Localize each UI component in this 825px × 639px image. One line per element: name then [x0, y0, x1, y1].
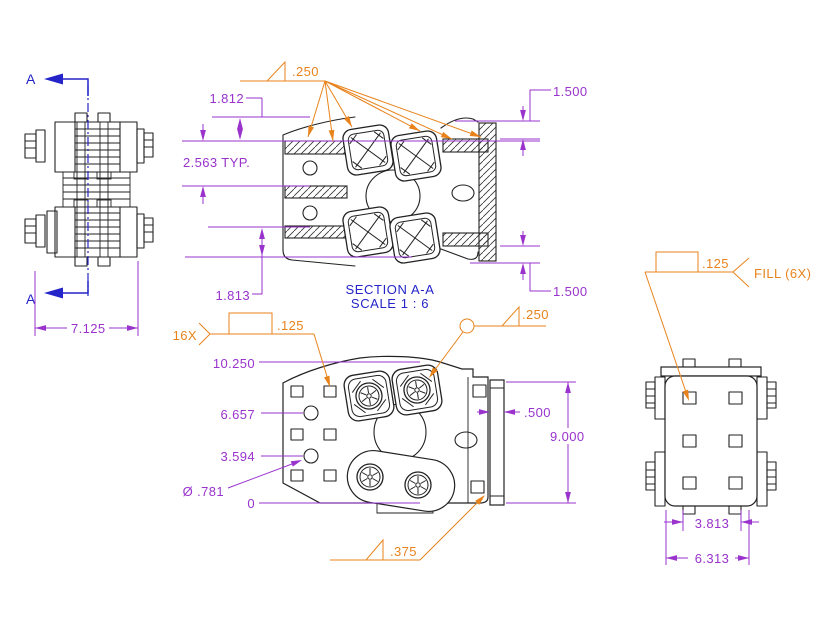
- bolt-head: [645, 461, 656, 491]
- weld-symbol-fillet-375: .375: [330, 492, 488, 561]
- hole: [303, 405, 319, 421]
- dim-text: .500: [524, 405, 551, 420]
- bolt-head: [143, 217, 154, 243]
- bolt-head: [645, 381, 656, 409]
- dim-plate-thickness: .500: [477, 405, 551, 420]
- plug-weld-holes: [290, 384, 487, 494]
- dim-overall-width: 6.313: [665, 510, 750, 566]
- dim-text: 2.563 TYP.: [183, 155, 250, 170]
- slot: [451, 184, 475, 202]
- ord-lower-hole-text: 3.594: [220, 449, 255, 464]
- hole: [302, 160, 318, 176]
- bolt-head: [24, 218, 37, 244]
- fillet-weld-icon: [240, 60, 325, 82]
- weld-size-text: .250: [292, 64, 319, 79]
- dim-1500-bottom: 1.500: [520, 231, 587, 299]
- extension-lines: [182, 116, 540, 264]
- cut-plate-hatch: [284, 140, 348, 155]
- section-cut-arrow-bottom: A: [26, 281, 89, 307]
- weld-all-around-icon: [459, 318, 475, 334]
- fillet-weld-icon: [330, 538, 420, 561]
- fastener-icon: [404, 471, 432, 499]
- dim-text: 1.812: [209, 91, 244, 106]
- plug-weld-holes: [682, 391, 743, 490]
- top-bar: [660, 366, 762, 377]
- dim-2563-typ: 2.563 TYP.: [183, 124, 250, 204]
- dim-1813: 1.813: [215, 228, 265, 303]
- tab: [728, 505, 742, 515]
- weld-size-text: .125: [277, 318, 304, 333]
- dim-text: 1.813: [215, 288, 250, 303]
- ordinate-dims: 10.250 6.657 3.594 0: [213, 356, 420, 511]
- section-label-bottom: A: [26, 291, 36, 307]
- square-tube: [343, 370, 396, 423]
- dim-text: 1.500: [553, 84, 588, 99]
- weld-qty-text: 16X: [173, 328, 197, 343]
- weld-size-text: .125: [702, 256, 729, 271]
- bolt-head: [766, 381, 777, 409]
- hole: [302, 205, 318, 221]
- ord-base-text: 0: [247, 496, 255, 511]
- weld-symbol-plug-fill: .125 FILL (6X): [644, 251, 811, 402]
- cut-plate-hatch: [284, 225, 348, 239]
- front-view: 10.250 6.657 3.594 0 Ø .781 .500 9.000: [173, 305, 589, 561]
- plug-weld-icon: [228, 312, 273, 335]
- dim-text: 9.000: [550, 429, 585, 444]
- bolt-head: [24, 133, 37, 159]
- hole: [303, 448, 319, 464]
- section-cut-arrow-top: A: [26, 71, 89, 96]
- dim-tab-span: 3.813: [664, 510, 759, 531]
- right-side-plate: [440, 117, 497, 262]
- dim-text: Ø .781: [183, 484, 224, 499]
- middle-frame: [62, 172, 131, 207]
- end-view: .125 FILL (6X) 3.813 6.313: [644, 251, 811, 566]
- section-view-a-a: 1.812 2.563 TYP. 1.813 1.500 1.5: [182, 60, 587, 311]
- square-tube-section: [388, 211, 442, 265]
- fastener-icon: [356, 463, 384, 491]
- section-arrow-icon: [44, 287, 63, 299]
- dim-1812: 1.812: [209, 91, 263, 140]
- dim-height-9000: 9.000: [506, 381, 589, 504]
- bottom-rail: [24, 206, 154, 258]
- section-scale: SCALE 1 : 6: [351, 296, 429, 311]
- section-label-top: A: [26, 71, 36, 87]
- weld-note-text: FILL (6X): [754, 266, 811, 281]
- dim-text: 6.313: [695, 551, 730, 566]
- square-tube-section: [389, 129, 443, 183]
- washer-stack: [35, 129, 46, 163]
- dim-1500-top: 1.500: [520, 84, 587, 156]
- dim-width-7125: 7.125: [34, 261, 139, 336]
- section-arrow-icon: [44, 73, 63, 85]
- tab: [728, 358, 742, 368]
- end-plate-outline: [664, 375, 758, 507]
- weld-symbol-plug-16x: 16X .125: [173, 312, 333, 388]
- dim-width-text: 7.125: [71, 321, 106, 336]
- weld-symbol-perimeter-250: .250: [426, 305, 549, 380]
- dim-text: 3.813: [695, 516, 730, 531]
- weld-symbol-fillet-250: .250: [240, 60, 482, 142]
- square-tube-section: [341, 123, 395, 177]
- vertical-posts: [73, 112, 112, 267]
- tab: [682, 505, 696, 515]
- tab: [682, 358, 696, 368]
- slot: [454, 431, 478, 449]
- weld-size-text: .250: [522, 307, 549, 322]
- side-view: A A 7.125: [24, 71, 154, 336]
- bolt-head: [143, 132, 154, 158]
- bolt-head: [766, 461, 777, 491]
- fillet-weld-icon: [474, 305, 546, 327]
- ord-upper-hole-text: 6.657: [220, 407, 255, 422]
- end-plate-section: [478, 122, 497, 262]
- ord-top-text: 10.250: [213, 356, 255, 371]
- weld-size-text: .375: [390, 544, 417, 559]
- square-tube-section: [341, 205, 395, 259]
- top-rail: [24, 121, 154, 173]
- end-plate-edge: [489, 379, 505, 506]
- cut-plate-hatch: [284, 185, 348, 199]
- section-title: SECTION A-A: [346, 282, 435, 297]
- dim-hole-diameter: Ø .781: [183, 457, 304, 499]
- plug-weld-icon: [655, 251, 699, 273]
- dim-text: 1.500: [553, 284, 588, 299]
